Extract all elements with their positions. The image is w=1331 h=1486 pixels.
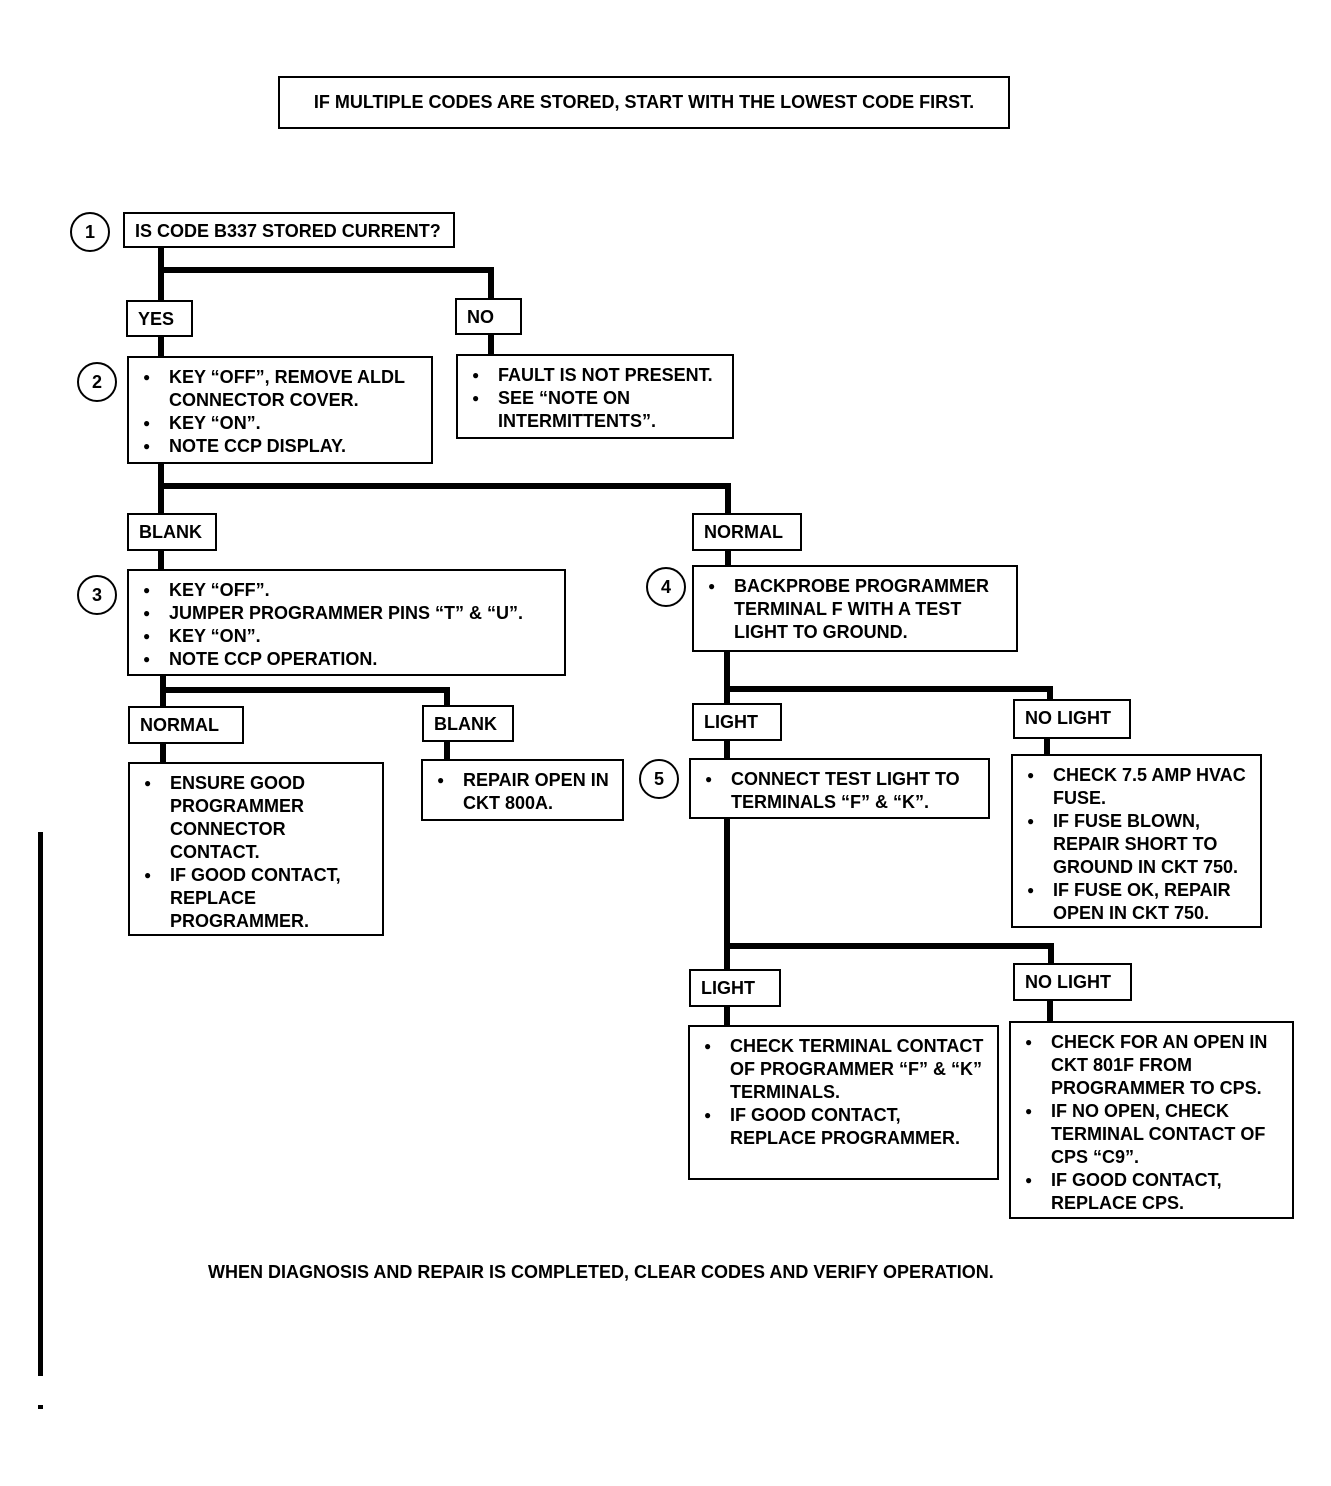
connector-line xyxy=(724,651,730,705)
connector-line xyxy=(158,550,164,571)
step2-item: KEY “ON”. xyxy=(139,412,421,435)
step-number-4: 4 xyxy=(646,567,686,607)
connector-line xyxy=(444,741,450,760)
normal-result-box: ENSURE GOOD PROGRAMMER CONNECTOR CONTACT… xyxy=(128,762,384,936)
normal-result-item: ENSURE GOOD PROGRAMMER CONNECTOR CONTACT… xyxy=(140,772,372,864)
connector-line xyxy=(725,483,731,515)
normal-result-item: IF GOOD CONTACT, REPLACE PROGRAMMER. xyxy=(140,864,372,933)
page-margin-bar xyxy=(38,832,43,1376)
step3-item: KEY “OFF”. xyxy=(139,579,554,602)
light-label-2: LIGHT xyxy=(689,969,781,1007)
step2-item: KEY “OFF”, REMOVE ALDL CONNECTOR COVER. xyxy=(139,366,421,412)
no-light-label: NO LIGHT xyxy=(1013,699,1131,739)
question-box: IS CODE B337 STORED CURRENT? xyxy=(123,212,455,248)
no-light2-result-item: IF GOOD CONTACT, REPLACE CPS. xyxy=(1021,1169,1282,1215)
step2-item: NOTE CCP DISPLAY. xyxy=(139,435,421,458)
step-number-2: 2 xyxy=(77,362,117,402)
yes-label: YES xyxy=(126,300,193,337)
connector-line xyxy=(724,1006,730,1026)
connector-line xyxy=(158,267,494,273)
normal-label-2: NORMAL xyxy=(128,706,244,744)
step5-item: CONNECT TEST LIGHT TO TERMINALS “F” & “K… xyxy=(701,768,978,814)
connector-line xyxy=(444,687,450,708)
step3-item: NOTE CCP OPERATION. xyxy=(139,648,554,671)
no-light-label-2: NO LIGHT xyxy=(1013,963,1132,1001)
no-result-box: FAULT IS NOT PRESENT. SEE “NOTE ON INTER… xyxy=(456,354,734,439)
no-light2-result-item: IF NO OPEN, CHECK TERMINAL CONTACT OF CP… xyxy=(1021,1100,1282,1169)
connector-line xyxy=(1047,686,1053,700)
connector-line xyxy=(488,334,494,356)
connector-line xyxy=(158,483,731,489)
no-light-result-box: CHECK 7.5 AMP HVAC FUSE. IF FUSE BLOWN, … xyxy=(1011,754,1262,928)
connector-line xyxy=(724,943,1054,949)
step5-box: CONNECT TEST LIGHT TO TERMINALS “F” & “K… xyxy=(689,758,990,819)
light-result-item: CHECK TERMINAL CONTACT OF PROGRAMMER “F”… xyxy=(700,1035,987,1104)
header-note: IF MULTIPLE CODES ARE STORED, START WITH… xyxy=(278,76,1010,129)
connector-line xyxy=(158,463,164,515)
connector-line xyxy=(724,686,1053,692)
light-label: LIGHT xyxy=(692,703,782,741)
blank-result-item: REPAIR OPEN IN CKT 800A. xyxy=(433,769,612,815)
footer-note: WHEN DIAGNOSIS AND REPAIR IS COMPLETED, … xyxy=(208,1262,994,1282)
step4-box: BACKPROBE PROGRAMMER TERMINAL F WITH A T… xyxy=(692,565,1018,652)
connector-line xyxy=(1047,1000,1053,1023)
step-number-1: 1 xyxy=(70,212,110,252)
step3-box: KEY “OFF”. JUMPER PROGRAMMER PINS “T” & … xyxy=(127,569,566,676)
header-note-text: IF MULTIPLE CODES ARE STORED, START WITH… xyxy=(313,92,975,112)
no-label: NO xyxy=(455,298,522,335)
connector-line xyxy=(724,818,730,970)
light-result-item: IF GOOD CONTACT, REPLACE PROGRAMMER. xyxy=(700,1104,987,1150)
connector-line xyxy=(724,740,730,760)
no-light2-result-box: CHECK FOR AN OPEN IN CKT 801F FROM PROGR… xyxy=(1009,1021,1294,1219)
blank-label-2: BLANK xyxy=(422,705,514,742)
no-light-result-item: IF FUSE OK, REPAIR OPEN IN CKT 750. xyxy=(1023,879,1250,925)
connector-line xyxy=(158,336,164,358)
step3-item: KEY “ON”. xyxy=(139,625,554,648)
no-light2-result-item: CHECK FOR AN OPEN IN CKT 801F FROM PROGR… xyxy=(1021,1031,1282,1100)
connector-line xyxy=(1048,943,1054,965)
no-result-item: SEE “NOTE ON INTERMITTENTS”. xyxy=(468,387,722,433)
connector-line xyxy=(160,743,166,763)
step-number-5: 5 xyxy=(639,759,679,799)
step-number-3: 3 xyxy=(77,575,117,615)
no-light-result-item: CHECK 7.5 AMP HVAC FUSE. xyxy=(1023,764,1250,810)
no-light-result-item: IF FUSE BLOWN, REPAIR SHORT TO GROUND IN… xyxy=(1023,810,1250,879)
blank-result-box: REPAIR OPEN IN CKT 800A. xyxy=(421,759,624,821)
connector-line xyxy=(158,246,164,304)
step3-item: JUMPER PROGRAMMER PINS “T” & “U”. xyxy=(139,602,554,625)
step4-item: BACKPROBE PROGRAMMER TERMINAL F WITH A T… xyxy=(704,575,1006,644)
light-result-box: CHECK TERMINAL CONTACT OF PROGRAMMER “F”… xyxy=(688,1025,999,1180)
connector-line xyxy=(160,687,450,693)
no-result-item: FAULT IS NOT PRESENT. xyxy=(468,364,722,387)
blank-label: BLANK xyxy=(127,513,217,551)
connector-line xyxy=(488,267,494,304)
connector-line xyxy=(725,550,731,567)
step2-box: KEY “OFF”, REMOVE ALDL CONNECTOR COVER. … xyxy=(127,356,433,464)
page-margin-dot xyxy=(38,1405,43,1409)
normal-label: NORMAL xyxy=(692,513,802,551)
connector-line xyxy=(1044,738,1050,755)
